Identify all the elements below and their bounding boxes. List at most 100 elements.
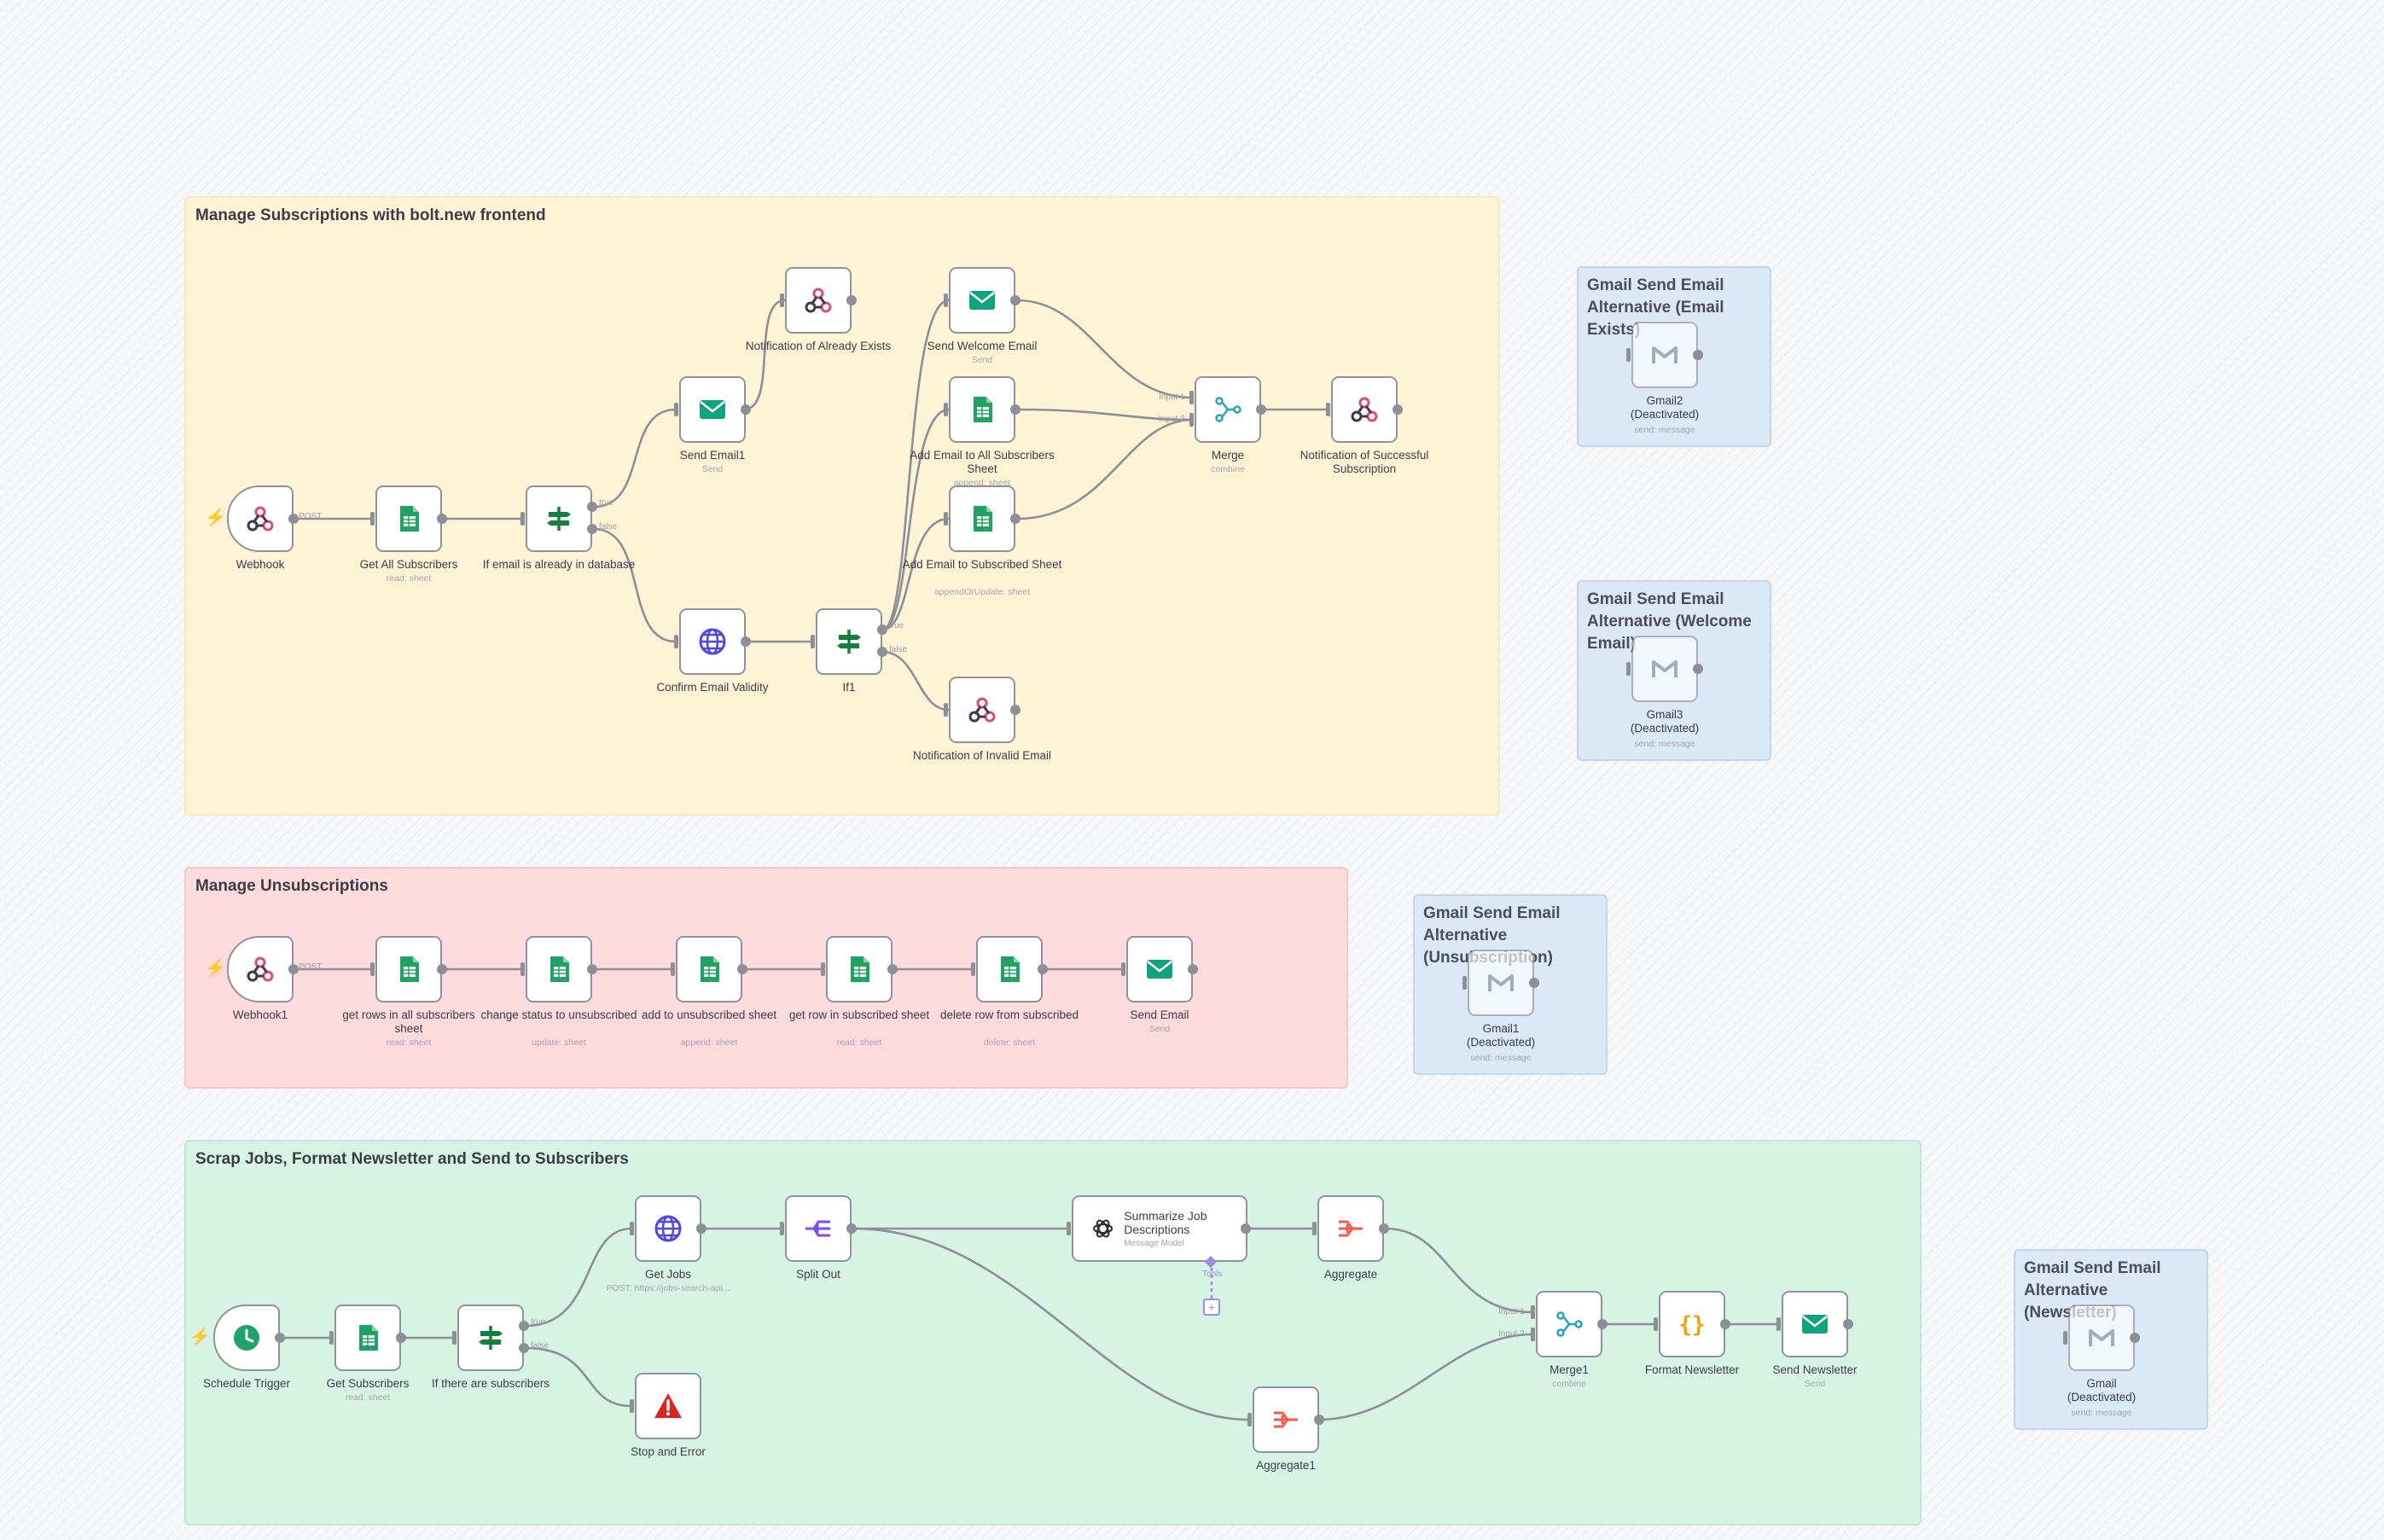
node-merge1[interactable] [1536, 1291, 1602, 1357]
node-format-newsletter[interactable]: {} [1659, 1291, 1725, 1357]
input-handle[interactable] [821, 962, 825, 976]
output-handle[interactable] [1843, 1319, 1853, 1329]
input-handle[interactable] [1626, 662, 1631, 676]
node-get-all-subscribers[interactable] [375, 485, 442, 552]
output-handle[interactable] [587, 964, 597, 974]
input-handle[interactable] [780, 293, 784, 307]
input-handle[interactable] [944, 512, 948, 526]
node-get-subscribers[interactable] [334, 1305, 401, 1371]
output-handle-false[interactable] [877, 647, 887, 657]
output-handle[interactable] [887, 964, 898, 974]
input-handle[interactable] [780, 1222, 784, 1235]
input-handle[interactable] [1626, 348, 1631, 362]
input-handle[interactable] [329, 1331, 334, 1345]
output-handle[interactable] [846, 295, 857, 305]
node-gmail1[interactable] [1468, 950, 1534, 1016]
output-handle[interactable] [1693, 664, 1703, 674]
output-handle[interactable] [741, 636, 751, 647]
node-add-email-all-subscribers[interactable] [949, 376, 1015, 443]
node-add-email-subscribed[interactable] [949, 485, 1015, 552]
output-handle[interactable] [1188, 964, 1198, 974]
input-handle[interactable] [1654, 1317, 1658, 1331]
output-handle[interactable] [1010, 295, 1020, 305]
node-send-email[interactable] [1126, 936, 1193, 1002]
output-handle[interactable] [1720, 1319, 1730, 1329]
output-handle[interactable] [288, 964, 299, 974]
input-handle[interactable] [1067, 1222, 1071, 1235]
output-handle[interactable] [1256, 404, 1266, 415]
input-handle[interactable] [452, 1331, 456, 1345]
node-get-rows-all-subscribers[interactable] [375, 936, 442, 1002]
output-handle-false[interactable] [587, 524, 597, 534]
output-handle-true[interactable] [519, 1321, 529, 1331]
input-handle[interactable] [674, 403, 678, 416]
input-handle[interactable] [811, 635, 815, 648]
node-delete-row-subscribed[interactable] [976, 936, 1043, 1002]
node-send-newsletter[interactable] [1782, 1291, 1848, 1357]
node-split-out[interactable] [785, 1195, 852, 1262]
output-handle[interactable] [741, 404, 751, 415]
node-summarize-job-descriptions[interactable]: Summarize Job Descriptions Message Model [1072, 1195, 1247, 1262]
node-if-email-exists[interactable] [526, 485, 592, 552]
input-handle[interactable] [1247, 1413, 1252, 1427]
input-handle[interactable] [1776, 1317, 1781, 1331]
node-aggregate[interactable] [1317, 1195, 1384, 1262]
output-handle[interactable] [1010, 404, 1020, 415]
output-handle[interactable] [1393, 404, 1403, 415]
input-handle[interactable] [674, 635, 678, 648]
input-handle[interactable] [1462, 976, 1467, 990]
input-handle-1[interactable] [1531, 1305, 1535, 1319]
input-handle[interactable] [630, 1222, 634, 1235]
output-handle[interactable] [2130, 1333, 2140, 1343]
add-tool-button[interactable]: + [1203, 1299, 1220, 1316]
input-handle[interactable] [520, 512, 525, 526]
node-webhook1[interactable] [227, 936, 294, 1002]
node-notification-already-exists[interactable] [785, 267, 852, 334]
input-handle[interactable] [370, 962, 375, 976]
input-handle[interactable] [370, 512, 375, 526]
output-handle[interactable] [396, 1333, 406, 1343]
node-merge[interactable] [1195, 376, 1261, 443]
output-handle[interactable] [696, 1223, 706, 1234]
node-gmail[interactable] [2068, 1305, 2135, 1371]
node-if1[interactable] [816, 608, 882, 675]
input-handle-2[interactable] [1531, 1328, 1535, 1341]
input-handle-1[interactable] [1189, 391, 1194, 404]
node-get-row-subscribed[interactable] [826, 936, 893, 1002]
input-handle[interactable] [520, 962, 525, 976]
input-handle[interactable] [1312, 1222, 1317, 1235]
node-confirm-email-validity[interactable] [679, 608, 746, 675]
node-if-there-are-subscribers[interactable] [457, 1305, 524, 1371]
input-handle[interactable] [944, 403, 948, 416]
output-handle[interactable] [1529, 978, 1539, 988]
node-gmail2[interactable] [1631, 322, 1698, 388]
output-handle-true[interactable] [587, 502, 597, 512]
output-handle[interactable] [288, 514, 299, 524]
output-handle[interactable] [1038, 964, 1048, 974]
input-handle[interactable] [1326, 403, 1330, 416]
output-handle[interactable] [1693, 350, 1703, 360]
node-notification-invalid-email[interactable] [949, 677, 1015, 743]
output-handle[interactable] [275, 1333, 285, 1343]
output-handle-true[interactable] [877, 625, 887, 635]
output-handle[interactable] [1314, 1415, 1324, 1425]
input-handle-2[interactable] [1189, 413, 1194, 427]
input-handle[interactable] [1121, 962, 1125, 976]
input-handle[interactable] [944, 703, 948, 717]
node-aggregate1[interactable] [1253, 1386, 1319, 1453]
output-handle[interactable] [1379, 1223, 1389, 1234]
node-gmail3[interactable] [1631, 636, 1698, 702]
output-handle[interactable] [737, 964, 747, 974]
output-handle[interactable] [437, 514, 447, 524]
node-add-to-unsubscribed[interactable] [676, 936, 742, 1002]
node-notification-successful-subscription[interactable] [1331, 376, 1398, 443]
output-handle[interactable] [437, 964, 447, 974]
node-send-welcome-email[interactable] [949, 267, 1015, 334]
input-handle[interactable] [671, 962, 675, 976]
input-handle[interactable] [944, 293, 948, 307]
output-handle[interactable] [1010, 514, 1020, 524]
input-handle[interactable] [630, 1399, 634, 1413]
input-handle[interactable] [971, 962, 975, 976]
output-handle-false[interactable] [519, 1343, 529, 1353]
node-schedule-trigger[interactable] [213, 1305, 280, 1371]
